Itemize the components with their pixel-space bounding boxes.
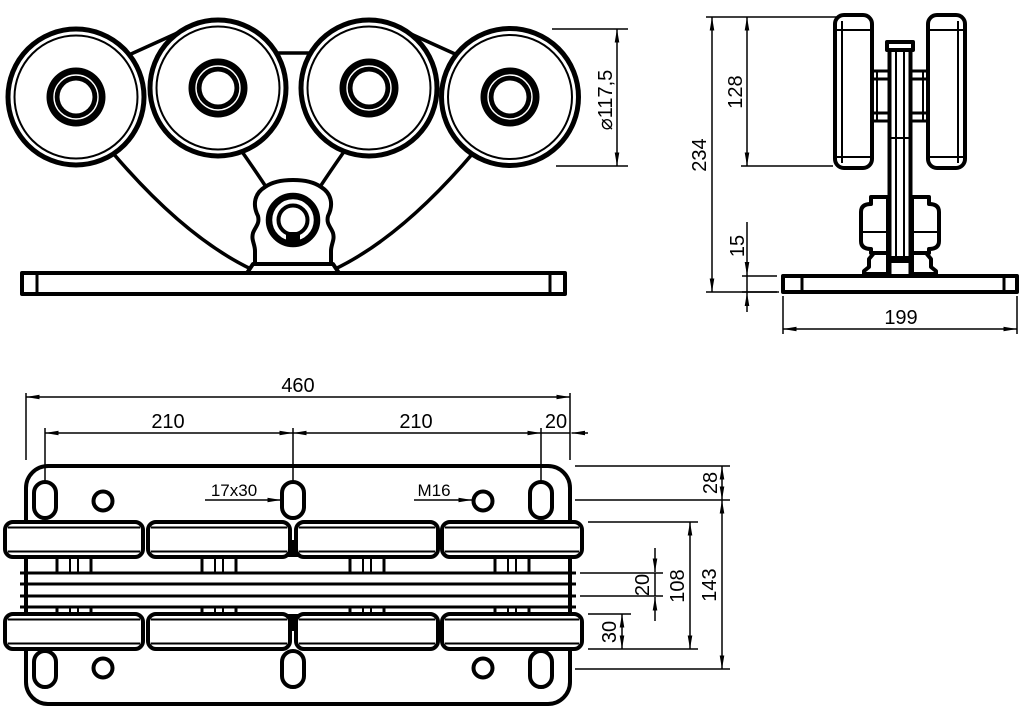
front-roller-3	[298, 17, 440, 159]
total-height-label: 234	[689, 138, 711, 171]
thread-label: M16	[417, 481, 450, 500]
roller-width-label: 30	[599, 621, 621, 643]
dim-roller-span: 108	[667, 522, 693, 649]
dim-hole-rows-spacing: 143	[699, 500, 725, 669]
plan-roller	[440, 612, 584, 651]
plate-thickness-label: 15	[727, 235, 749, 257]
callout-slot-size: 17x30	[205, 481, 281, 503]
rail-gap-label: 20	[632, 574, 654, 596]
roller-diameter-label: ⌀117,5	[595, 70, 617, 131]
side-roller-left	[833, 13, 874, 170]
base-width-label: 199	[884, 307, 917, 329]
dim-total-height: 234	[689, 16, 838, 293]
plan-rail	[20, 571, 576, 609]
plan-right-extensions	[575, 465, 730, 670]
roller-height-label: 128	[725, 75, 747, 108]
side-roller-right	[926, 13, 967, 170]
thread-hole	[91, 489, 115, 513]
overall-width-label: 460	[281, 375, 314, 397]
roller-span-label: 108	[667, 569, 689, 602]
plan-roller	[3, 520, 145, 559]
boss-flange	[245, 262, 341, 275]
plan-roller	[3, 612, 145, 651]
front-mounting-plate	[20, 271, 567, 296]
side-center-post	[885, 40, 915, 275]
dim-roller-diameter: ⌀117,5	[552, 28, 628, 167]
dim-hole-spacing: 210 210 20	[44, 411, 588, 483]
callout-thread: M16	[414, 481, 472, 503]
plan-view: 460 210 210 20 17x30 M16	[3, 375, 730, 706]
dim-overall-width: 460	[25, 375, 571, 460]
spacing-right-label: 210	[399, 411, 432, 433]
thread-hole	[91, 656, 115, 680]
slot-hole	[528, 480, 554, 520]
plan-roller	[146, 520, 292, 559]
side-swivel-boss	[859, 195, 941, 276]
thread-hole	[471, 656, 495, 680]
side-axle-bars	[871, 69, 929, 123]
dim-roller-height: 128	[725, 17, 833, 167]
eye-bolt-boss	[245, 178, 341, 275]
eye-ring	[265, 192, 321, 248]
dim-base-width: 199	[782, 296, 1018, 334]
slot-size-label: 17x30	[211, 481, 257, 500]
front-roller-2	[147, 17, 289, 159]
slot-hole	[280, 649, 306, 689]
plan-roller	[146, 612, 292, 651]
dim-roller-width: 30	[599, 614, 625, 649]
hole-rows-spacing-label: 143	[699, 568, 721, 601]
thread-hole	[471, 489, 495, 513]
plan-roller	[294, 612, 440, 651]
slot-hole	[280, 480, 306, 520]
plan-holes-bottom	[32, 649, 554, 689]
dim-plate-thickness: 15	[727, 222, 777, 312]
plan-rollers-top	[3, 520, 584, 559]
front-view: ⌀117,5	[5, 17, 628, 296]
plan-roller	[294, 520, 440, 559]
slot-hole	[32, 649, 58, 689]
edge-offset-label: 20	[545, 411, 567, 433]
eye-ring-clasp	[286, 232, 300, 242]
side-view: 234 128 15 199	[689, 13, 1019, 334]
plan-roller	[440, 520, 584, 559]
plan-rollers-bottom	[3, 612, 584, 651]
top-edge-to-holes-label: 28	[700, 472, 722, 494]
spacing-left-label: 210	[151, 411, 184, 433]
dim-top-edge-to-holes: 28	[700, 466, 725, 500]
plan-holes-top	[32, 480, 554, 520]
dim-rail-gap: 20	[632, 548, 658, 621]
side-base-plate	[781, 274, 1019, 294]
front-roller-1	[5, 26, 147, 168]
slot-hole	[528, 649, 554, 689]
slot-hole	[32, 480, 58, 520]
front-roller-4	[439, 26, 581, 168]
